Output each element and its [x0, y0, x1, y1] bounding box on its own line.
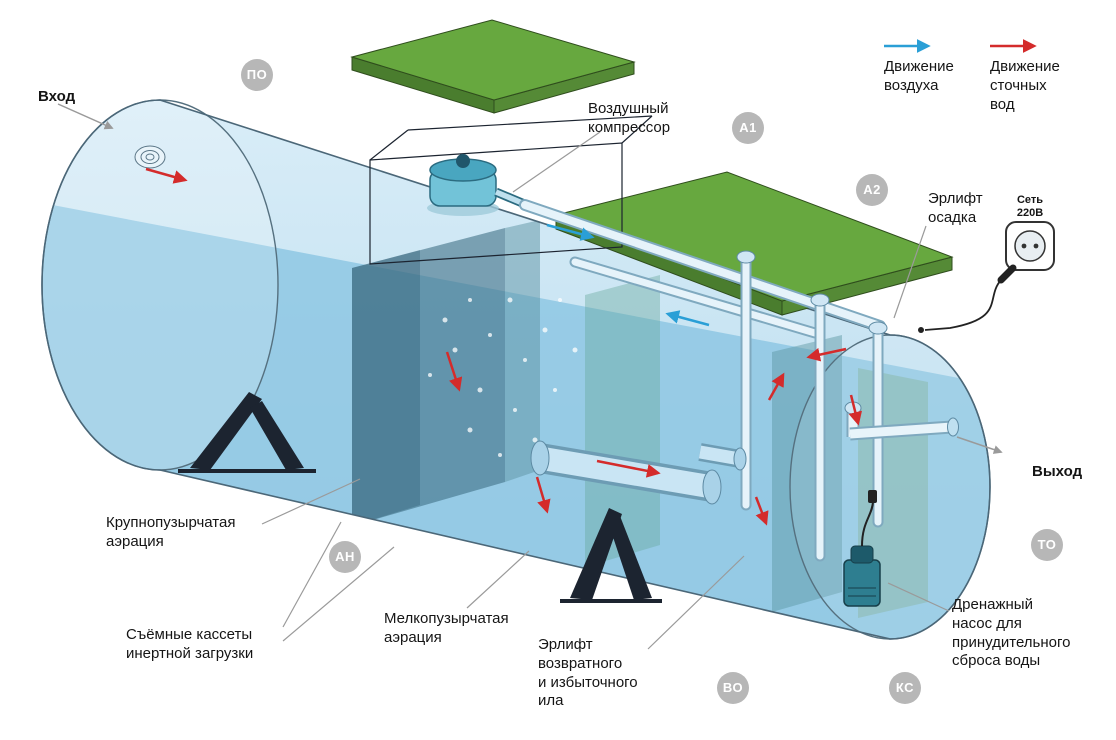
- lid-left: [350, 19, 636, 114]
- badge-a1: А1: [732, 112, 764, 144]
- coarse-aeration-pipe: [530, 440, 747, 505]
- badge-to: ТО: [1031, 529, 1063, 561]
- leader-lines: [57, 103, 1003, 650]
- power-outlet: [1005, 221, 1055, 271]
- compressor-box-frame: [369, 115, 653, 265]
- badge-a2: А2: [856, 174, 888, 206]
- drain-pump-device: [843, 490, 881, 607]
- support-middle: [560, 508, 662, 603]
- compressor-device: [427, 154, 529, 216]
- badge-vo: ВО: [717, 672, 749, 704]
- badge-an: АН: [329, 541, 361, 573]
- fine-aeration-label: Мелкопузырчатая аэрация: [384, 610, 509, 646]
- badge-ks: КС: [889, 672, 921, 704]
- inlet-fitting: [134, 145, 166, 169]
- coarse-aeration-label: Крупнопузырчатая аэрация: [106, 514, 236, 550]
- water-flow-arrows: [145, 167, 863, 526]
- badge-po: ПО: [241, 59, 273, 91]
- drain-pump-label: Дренажный насос для принудительного сбро…: [952, 596, 1071, 670]
- power-cord: [918, 264, 1017, 333]
- compressor-label: Воздушный компрессор: [588, 100, 671, 136]
- inlet-label: Вход: [38, 88, 76, 105]
- legend-sewage-label: Движение сточных вод: [990, 58, 1060, 113]
- outlet-pipe: [844, 401, 959, 441]
- support-left: [178, 392, 316, 473]
- power-label: Сеть 220В: [1016, 194, 1044, 220]
- air-flow-arrows: [546, 223, 710, 327]
- sludge-airlift-label: Эрлифт возвратного и избыточного ила: [538, 636, 638, 710]
- air-pipes: [519, 199, 888, 562]
- cassette-panel-2: [505, 220, 540, 482]
- inert-cassette-panel: [352, 228, 505, 526]
- aeration-bubbles: [428, 297, 578, 457]
- outlet-label: Выход: [1032, 463, 1083, 480]
- mid-partition-panel: [585, 275, 660, 567]
- inert-cassettes-label: Съёмные кассеты инертной загрузки: [126, 626, 254, 662]
- airlift-sediment-label: Эрлифт осадка: [928, 190, 983, 226]
- legend-air-label: Движение воздуха: [884, 58, 954, 94]
